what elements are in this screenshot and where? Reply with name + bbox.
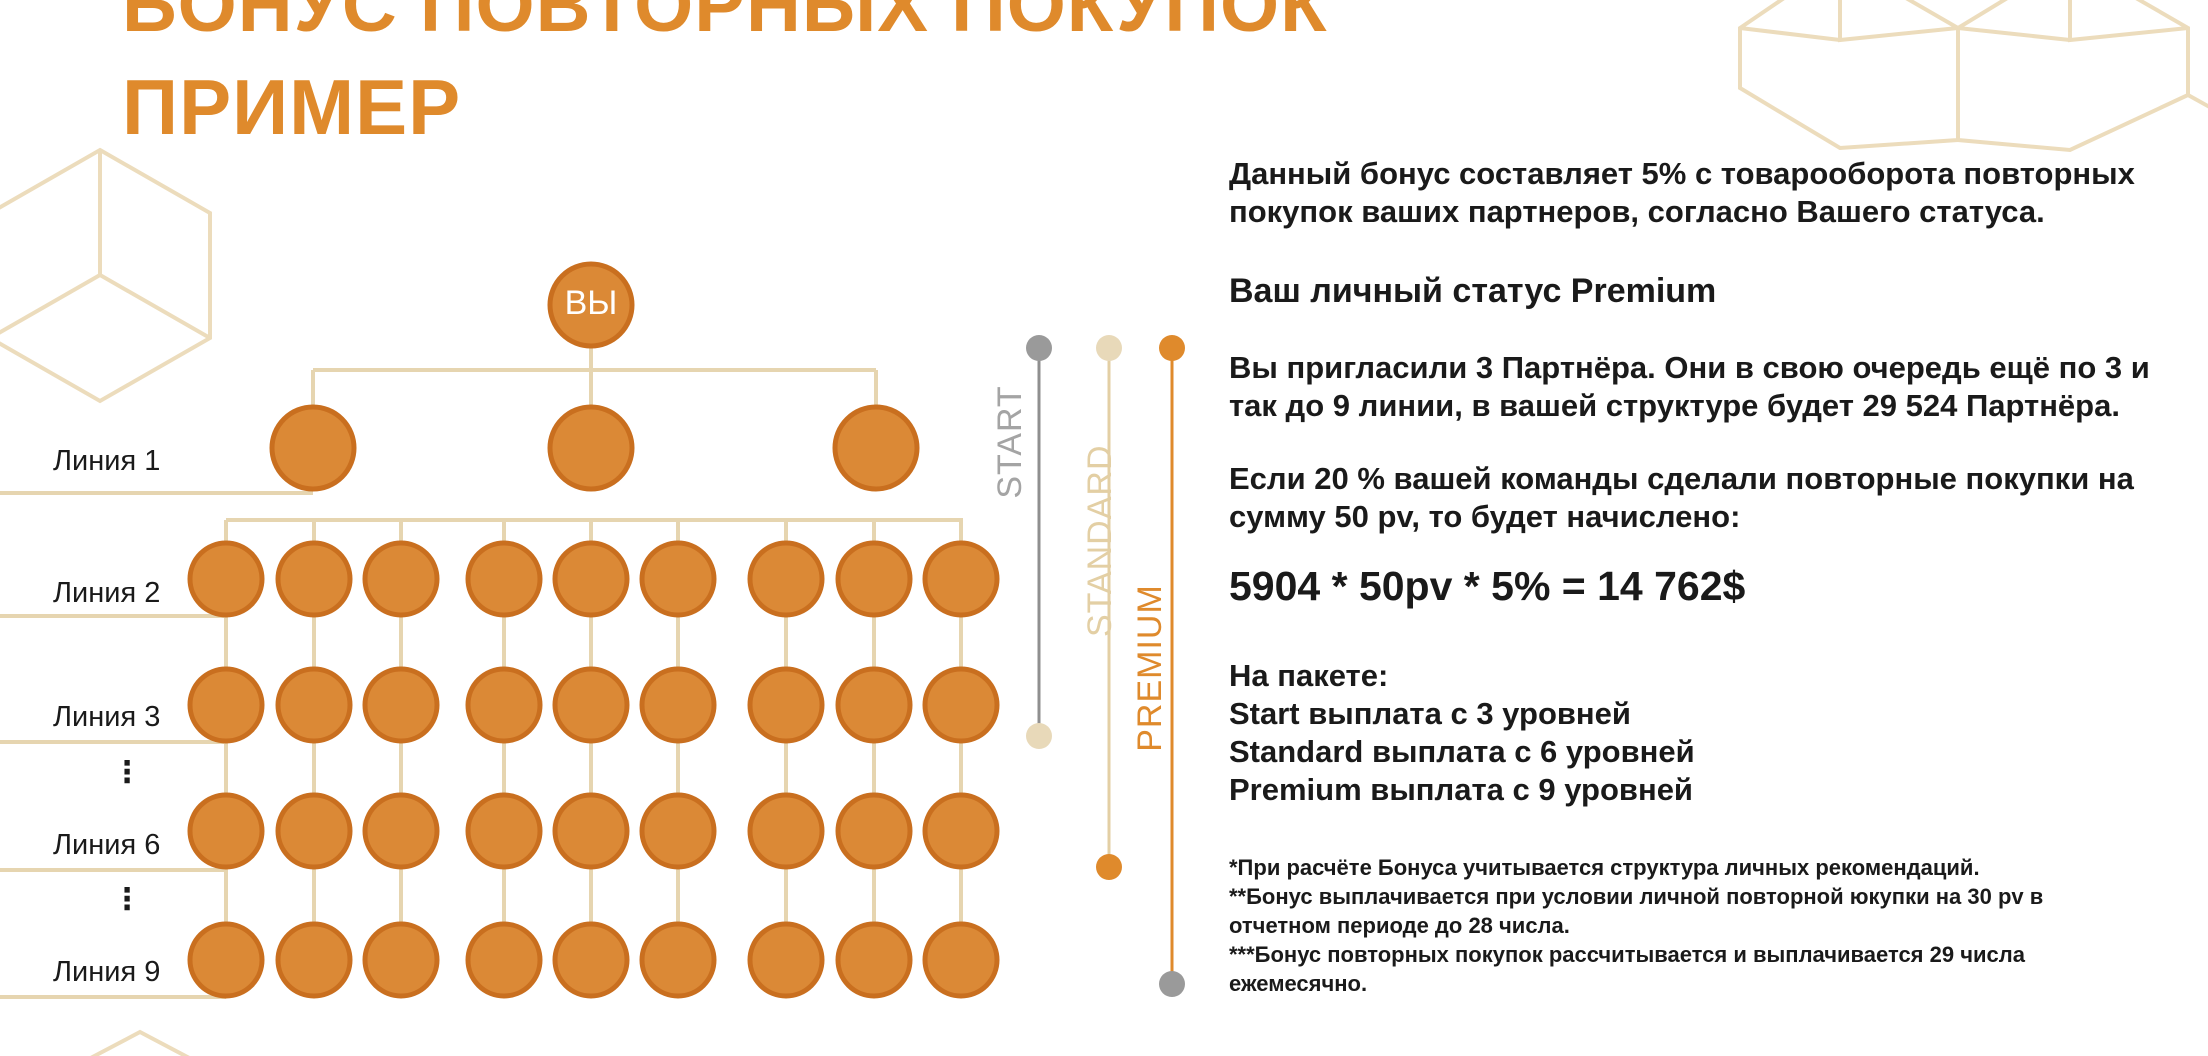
package-indicators [1026,335,1185,997]
vertical-ellipsis-1: ⋮ [112,756,142,789]
condition-text: Если 20 % вашей команды сделали повторны… [1229,461,2134,534]
line3-node-7 [747,666,825,744]
line1-node-1 [269,404,357,492]
line6-node-5 [552,792,630,870]
cube-left-icon [0,147,212,404]
line2-node-8 [835,540,913,618]
line3-node-8 [835,666,913,744]
cube-bottom-icon [90,1029,190,1056]
premium-top-dot [1159,335,1185,361]
line9-node-3 [362,921,440,999]
cube-top-right-icon [1738,0,1960,151]
condition-block: Если 20 % вашей команды сделали повторны… [1229,460,2159,536]
line6-node-8 [835,792,913,870]
line2-node-3 [362,540,440,618]
line6-node-4 [465,792,543,870]
start-top-dot [1026,335,1052,361]
line2-node-2 [275,540,353,618]
packages-heading: На пакете: [1229,658,1389,693]
note-2: **Бонус выплачивается при условии личной… [1229,884,2044,938]
standard-bottom-dot [1096,854,1122,880]
root-node [547,261,635,349]
line6-node-2 [275,792,353,870]
line-label-9: Линия 9 [53,956,161,988]
tree-nodes [187,261,1000,999]
line3-node-3 [362,666,440,744]
line9-node-5 [552,921,630,999]
page-subtitle: ПРИМЕР [122,63,462,151]
root-node-label: ВЫ [564,284,618,322]
page-title: БОНУС ПОВТОРНЫХ ПОКУПОК [122,0,1328,48]
line9-node-7 [747,921,825,999]
standard-top-dot [1096,335,1122,361]
line3-node-9 [922,666,1000,744]
tree-connectors [0,305,963,999]
package-standard-text: Standard выплата с 6 уровней [1229,734,1695,769]
line-label-1: Линия 1 [53,445,161,477]
standard-package-label: STANDARD [1081,444,1119,638]
line3-node-5 [552,666,630,744]
line-label-2: Линия 2 [53,577,161,609]
package-premium-text: Premium выплата с 9 уровней [1229,772,1693,807]
invited-text: Вы пригласили 3 Партнёра. Они в свою оче… [1229,350,2150,423]
line6-node-6 [639,792,717,870]
line2-node-9 [922,540,1000,618]
line9-node-1 [187,921,265,999]
invited-block: Вы пригласили 3 Партнёра. Они в свою оче… [1229,349,2159,425]
line1-node-3 [832,404,920,492]
note-1: *При расчёте Бонуса учитывается структур… [1229,855,1980,880]
note-3: ***Бонус повторных покупок рассчитываетс… [1229,942,2025,996]
package-start-text: Start выплата с 3 уровней [1229,696,1631,731]
line2-node-7 [747,540,825,618]
line6-node-9 [922,792,1000,870]
line2-node-1 [187,540,265,618]
intro-text: Данный бонус составляет 5% с товарооборо… [1229,156,2135,229]
line6-node-1 [187,792,265,870]
line9-node-4 [465,921,543,999]
line6-node-7 [747,792,825,870]
line2-node-6 [639,540,717,618]
line-label-6: Линия 6 [53,829,161,861]
line9-node-2 [275,921,353,999]
line-label-3: Линия 3 [53,701,161,733]
notes-block: *При расчёте Бонуса учитывается структур… [1229,853,2149,998]
line2-node-5 [552,540,630,618]
line3-node-1 [187,666,265,744]
line9-node-8 [835,921,913,999]
intro-text-block: Данный бонус составляет 5% с товарооборо… [1229,155,2159,231]
line3-node-2 [275,666,353,744]
premium-package-label: PREMIUM [1131,584,1169,752]
line3-node-6 [639,666,717,744]
start-package-label: START [991,385,1029,499]
formula-text: 5904 * 50pv * 5% = 14 762$ [1229,563,1746,609]
status-block: Ваш личный статус Premium [1229,271,2159,311]
vertical-ellipsis-2: ⋮ [112,883,142,916]
formula-block: 5904 * 50pv * 5% = 14 762$ [1229,562,2159,610]
line3-node-4 [465,666,543,744]
line2-node-4 [465,540,543,618]
line9-node-6 [639,921,717,999]
line1-node-2 [547,404,635,492]
start-bottom-dot [1026,723,1052,749]
line9-node-9 [922,921,1000,999]
packages-block: На пакете: Start выплата с 3 уровней Sta… [1229,657,2159,809]
line6-node-3 [362,792,440,870]
status-text: Ваш личный статус Premium [1229,272,1717,310]
premium-bottom-dot [1159,971,1185,997]
